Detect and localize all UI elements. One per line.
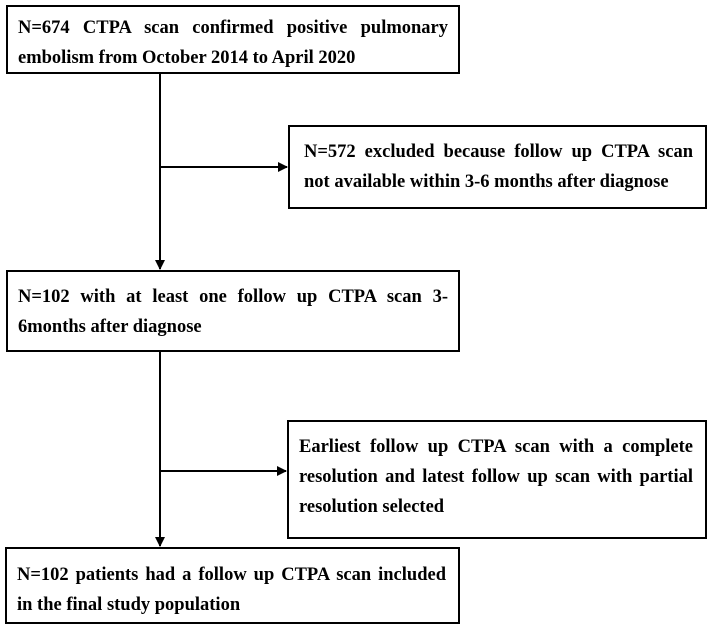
final-population-box: N=102 patients had a follow up CTPA scan… xyxy=(5,547,460,624)
initial-population-text: N=674 CTPA scan confirmed positive pulmo… xyxy=(18,18,448,68)
excluded-box: N=572 excluded because follow up CTPA sc… xyxy=(288,125,707,209)
excluded-text: N=572 excluded because follow up CTPA sc… xyxy=(304,142,693,192)
initial-population-box: N=674 CTPA scan confirmed positive pulmo… xyxy=(6,5,460,74)
selection-criteria-box: Earliest follow up CTPA scan with a comp… xyxy=(287,420,707,539)
followup-population-text: N=102 with at least one follow up CTPA s… xyxy=(18,287,448,337)
followup-population-box: N=102 with at least one follow up CTPA s… xyxy=(6,270,460,352)
final-population-text: N=102 patients had a follow up CTPA scan… xyxy=(17,565,446,615)
selection-criteria-text: Earliest follow up CTPA scan with a comp… xyxy=(299,437,693,517)
